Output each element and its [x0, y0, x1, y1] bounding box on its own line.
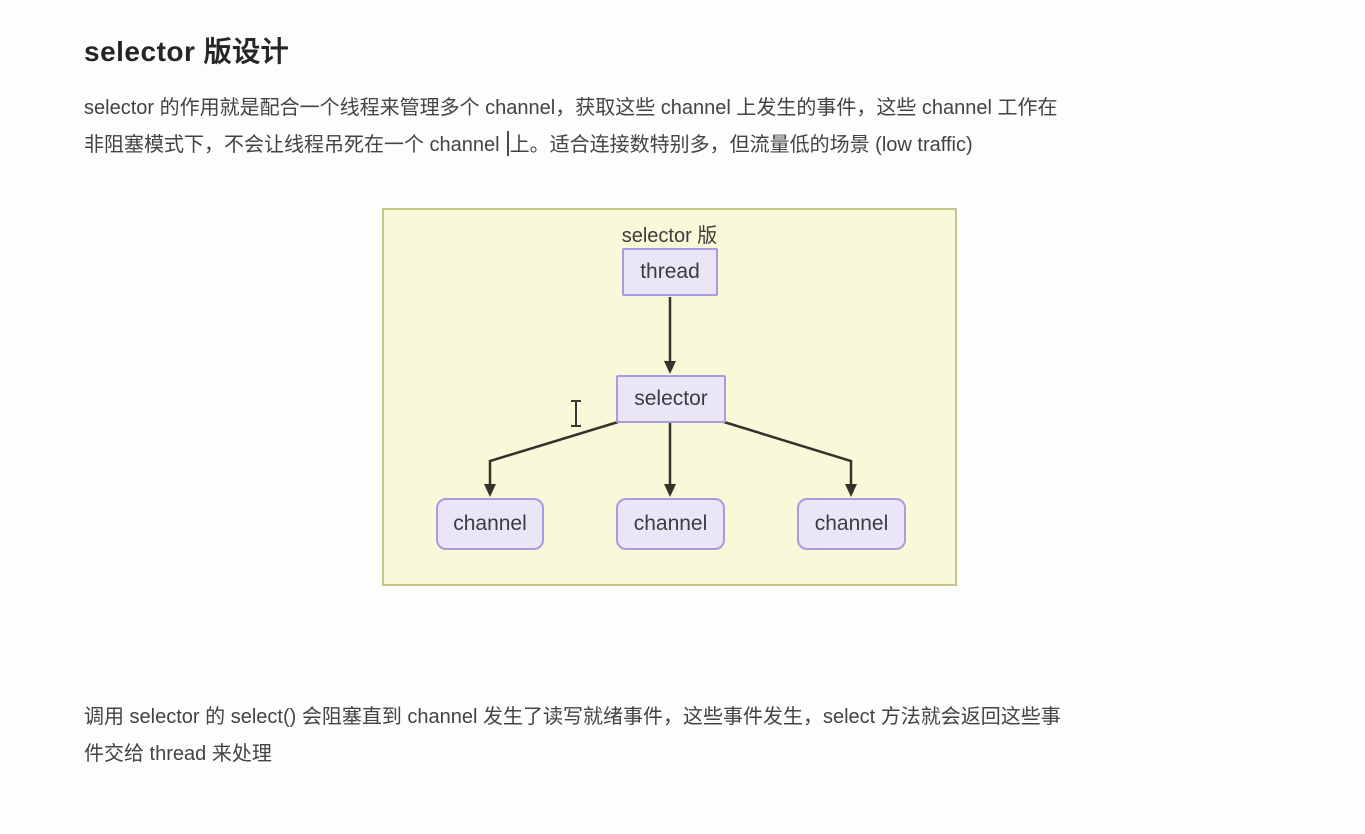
diagram-node-selector: selector: [616, 375, 726, 423]
arrowhead-selector-channel-3: [845, 484, 857, 497]
diagram-node-channel-3: channel: [797, 498, 906, 550]
diagram-title: selector 版: [621, 225, 718, 247]
intro-paragraph: selector 的作用就是配合一个线程来管理多个 channel，获取这些 c…: [84, 90, 1264, 164]
arrowhead-selector-channel-1: [484, 484, 496, 497]
i-beam-cursor-icon: [571, 400, 581, 427]
diagram-node-channel-2: channel: [616, 498, 725, 550]
select-explanation-line-1: 调用 selector 的 select() 会阻塞直到 channel 发生了…: [84, 706, 1061, 728]
page-title: selector 版设计: [84, 36, 290, 67]
intro-line-2-text-after: 上。适合连接数特别多，但流量低的场景 (low traffic): [509, 134, 973, 156]
select-explanation-line-2: 件交给 thread 来处理: [84, 743, 272, 765]
intro-line-2-text-before: 非阻塞模式下，不会让线程吊死在一个 channel: [84, 134, 500, 156]
select-explanation-paragraph: 调用 selector 的 select() 会阻塞直到 channel 发生了…: [84, 699, 1264, 773]
diagram-node-channel-1: channel: [436, 498, 544, 550]
selector-architecture-diagram: selector 版 thread selector channel chann…: [382, 208, 957, 586]
text-caret[interactable]: [506, 131, 509, 156]
diagram-node-thread: thread: [622, 248, 718, 296]
arrowhead-thread-selector: [664, 361, 676, 374]
arrowhead-selector-channel-2: [664, 484, 676, 497]
intro-line-2: 非阻塞模式下，不会让线程吊死在一个 channel 上。适合连接数特别多，但流量低…: [84, 127, 1264, 164]
diagram-arrows: [484, 297, 857, 497]
intro-line-1: selector 的作用就是配合一个线程来管理多个 channel，获取这些 c…: [84, 97, 1058, 119]
